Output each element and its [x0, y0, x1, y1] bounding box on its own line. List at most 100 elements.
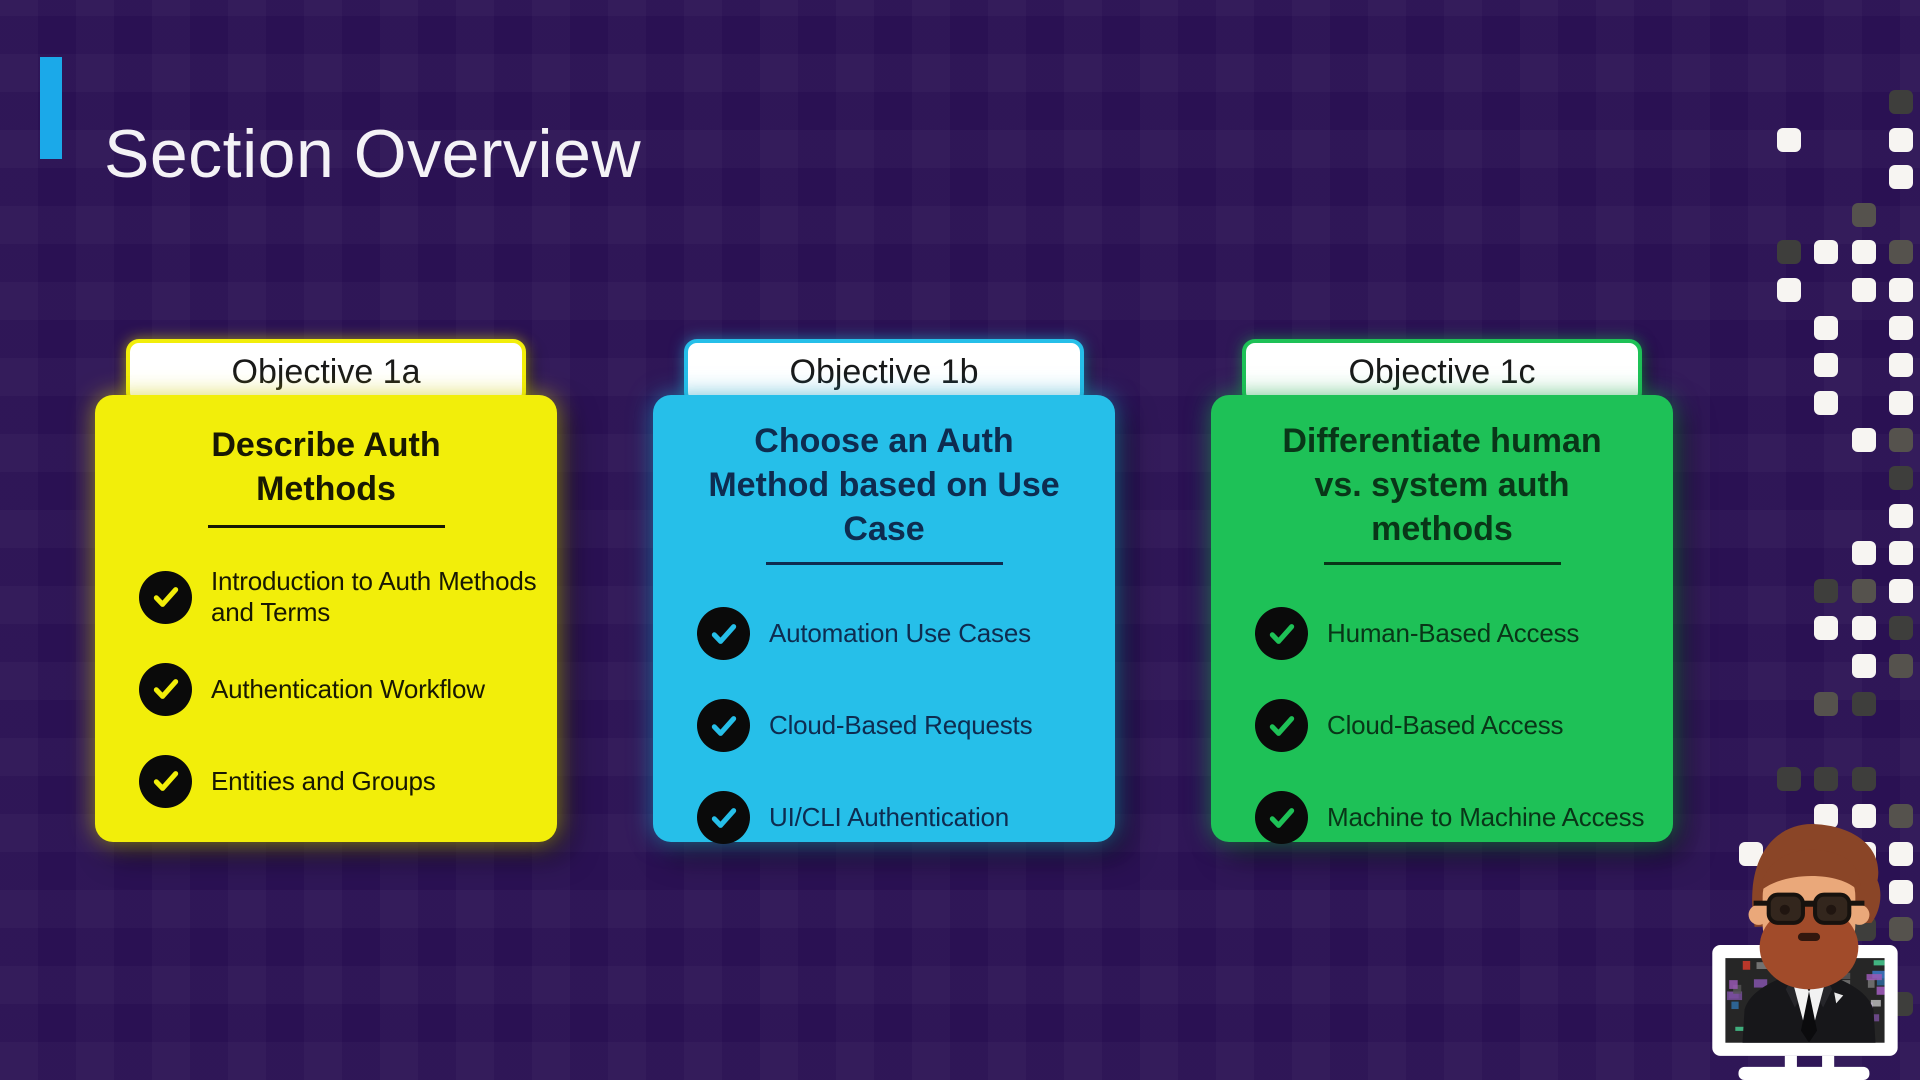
objective-card-1b: Objective 1b Choose an Auth Method based… [653, 339, 1115, 845]
pixel-square [1776, 278, 1801, 302]
pixel-square [1776, 127, 1801, 152]
checkmark-icon [139, 570, 192, 624]
mouth [1797, 932, 1821, 941]
item-label: Cloud-Based Access [1327, 710, 1564, 741]
item-label: Human-Based Access [1327, 618, 1580, 649]
checklist-item: Introduction to Auth Methods and Terms [139, 566, 539, 628]
checklist-item: UI/CLI Authentication [697, 787, 1097, 849]
pixel-square [1889, 428, 1914, 453]
monitor-leg-right [1822, 1055, 1835, 1069]
sunglasses-arm-left [1753, 900, 1772, 906]
pixel-square [1814, 240, 1839, 265]
card-body: Describe Auth Methods Introduction to Au… [95, 395, 557, 842]
divider [207, 525, 445, 528]
checklist-item: Cloud-Based Access [1255, 695, 1655, 757]
pixel-square [1889, 165, 1914, 190]
beard [1759, 904, 1859, 990]
pixel-square [1814, 616, 1839, 641]
pixel-square [1889, 466, 1914, 490]
card-header-label: Objective 1a [231, 352, 421, 391]
checkmark-icon [697, 791, 750, 845]
title-accent-bar [40, 57, 62, 159]
pixel-square [1776, 240, 1801, 265]
checklist-item: Entities and Groups [139, 750, 539, 812]
pixel-square [1889, 616, 1914, 641]
tie [1800, 980, 1818, 1043]
checklist: Human-Based Access Cloud-Based Access Ma… [1211, 603, 1673, 849]
item-label: Authentication Workflow [211, 673, 485, 704]
checklist-item: Human-Based Access [1255, 603, 1655, 665]
pixel-square [1851, 691, 1876, 716]
card-subtitle: Describe Auth Methods [211, 425, 441, 508]
checklist: Introduction to Auth Methods and Terms A… [95, 566, 557, 812]
item-label: Machine to Machine Access [1327, 802, 1645, 833]
card-body: Choose an Auth Method based on Use Case … [653, 395, 1115, 845]
pixel-square [1889, 315, 1914, 340]
pixel-square [1851, 766, 1876, 791]
checkmark-icon [1255, 607, 1308, 661]
item-label: Entities and Groups [211, 765, 436, 796]
pixel-square [1889, 353, 1914, 378]
pixel-square [1889, 503, 1914, 528]
item-label: Introduction to Auth Methods and Terms [211, 566, 537, 627]
pixel-square [1889, 654, 1914, 678]
pixel-square [1889, 578, 1914, 603]
pixel-square [1851, 578, 1876, 603]
pixel-square [1814, 691, 1839, 716]
pixel-square [1889, 541, 1914, 566]
pixel-square [1889, 390, 1914, 415]
objective-card-1a: Objective 1a Describe Auth Methods Intro… [95, 339, 557, 842]
pixel-square [1776, 766, 1801, 791]
card-subtitle: Differentiate human vs. system auth meth… [1282, 422, 1602, 549]
monitor-leg-left [1784, 1055, 1797, 1069]
pixel-square [1814, 766, 1839, 791]
sunglasses-arm-right [1846, 900, 1865, 906]
divider [765, 561, 1003, 565]
card-header-label: Objective 1c [1348, 352, 1536, 391]
pixel-square [1851, 278, 1876, 302]
item-label: Automation Use Cases [769, 618, 1031, 649]
presenter-figure [1742, 824, 1881, 1043]
card-body: Differentiate human vs. system auth meth… [1211, 395, 1673, 845]
checkmark-icon [697, 699, 750, 753]
pixel-square [1889, 90, 1914, 114]
checklist-item: Machine to Machine Access [1255, 787, 1655, 849]
checklist-item: Authentication Workflow [139, 658, 539, 720]
card-header-tab: Objective 1c [1242, 339, 1642, 405]
checkmark-icon [139, 662, 192, 716]
pixel-square [1889, 240, 1914, 265]
card-header-label: Objective 1b [789, 352, 979, 391]
lapel-pin [1834, 992, 1844, 1004]
pixel-square [1814, 315, 1839, 340]
presenter-avatar [1698, 808, 1920, 1080]
pixel-square [1814, 353, 1839, 378]
checkmark-icon [139, 754, 192, 808]
pixel-square [1814, 578, 1839, 603]
pixel-square [1889, 278, 1914, 302]
presenter-avatar-graphic [1712, 824, 1898, 1080]
checklist-item: Cloud-Based Requests [697, 695, 1097, 757]
pixel-square [1851, 541, 1876, 566]
page-title: Section Overview [104, 115, 642, 192]
pixel-square [1851, 240, 1876, 265]
pixel-square [1851, 202, 1876, 227]
checkmark-icon [1255, 791, 1308, 845]
item-label: Cloud-Based Requests [769, 710, 1033, 741]
pixel-square [1814, 390, 1839, 415]
card-header-tab: Objective 1a [126, 339, 526, 405]
pixel-square [1851, 428, 1876, 453]
pixel-square [1851, 654, 1876, 678]
pixel-square [1851, 616, 1876, 641]
sunglasses-bridge [1800, 900, 1818, 907]
checklist: Automation Use Cases Cloud-Based Request… [653, 603, 1115, 849]
divider [1323, 561, 1561, 565]
card-subtitle: Choose an Auth Method based on Use Case [708, 422, 1060, 549]
checklist-item: Automation Use Cases [697, 603, 1097, 665]
hair-fringe [1758, 849, 1861, 893]
checkmark-icon [1255, 699, 1308, 753]
monitor-base [1738, 1066, 1870, 1080]
checkmark-icon [697, 607, 750, 661]
item-label: UI/CLI Authentication [769, 802, 1010, 833]
pixel-square [1889, 127, 1914, 152]
